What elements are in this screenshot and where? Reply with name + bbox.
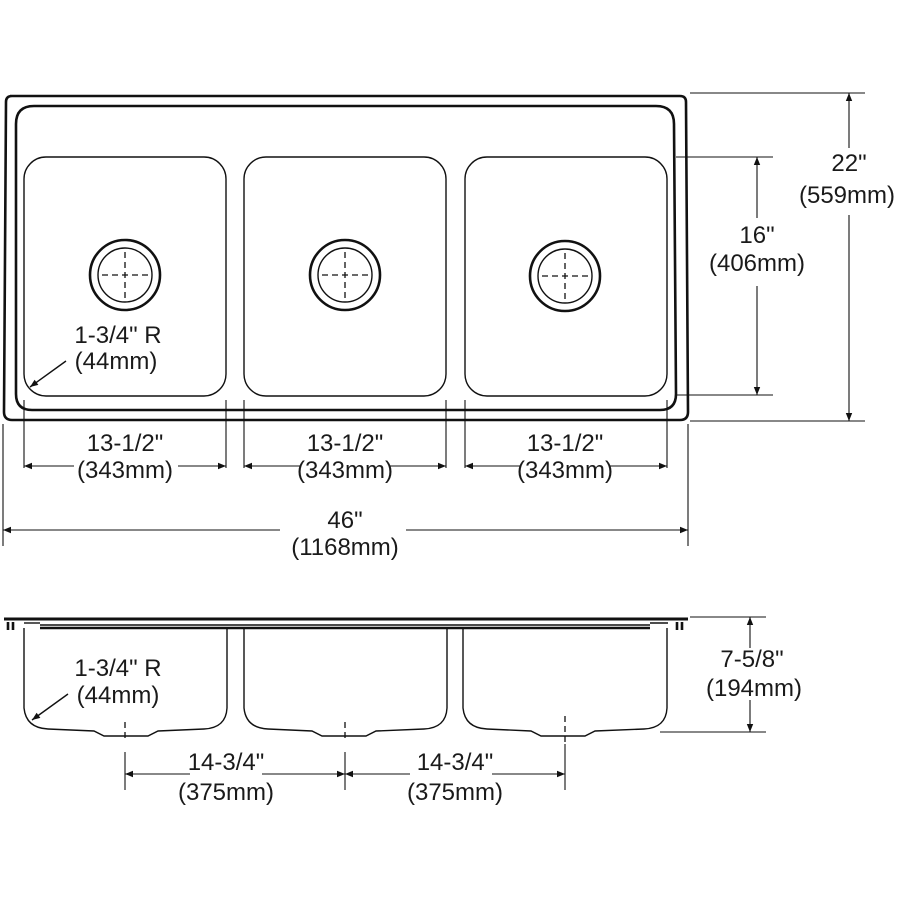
svg-text:13-1/2": 13-1/2" bbox=[307, 430, 384, 457]
svg-text:16": 16" bbox=[739, 222, 774, 249]
svg-text:(343mm): (343mm) bbox=[517, 457, 613, 484]
radius-leader-side bbox=[31, 693, 69, 721]
dim-bowl-width-1: 13-1/2" (343mm) bbox=[24, 430, 226, 484]
dim-drain-spacing-2: 14-3/4" (375mm) bbox=[345, 749, 565, 806]
svg-text:(194mm): (194mm) bbox=[706, 675, 802, 702]
drain-right bbox=[528, 239, 602, 313]
svg-text:13-1/2": 13-1/2" bbox=[87, 430, 164, 457]
svg-text:13-1/2": 13-1/2" bbox=[527, 430, 604, 457]
svg-text:(375mm): (375mm) bbox=[178, 779, 274, 806]
side-view: 1-3/4" R (44mm) 14-3/4" (375mm) 14-3/4" … bbox=[4, 616, 802, 806]
side-bowl-left bbox=[23, 628, 228, 737]
bowl-right bbox=[464, 156, 668, 397]
dim-bowl-length: 16" (406mm) bbox=[709, 157, 805, 395]
svg-text:14-3/4": 14-3/4" bbox=[417, 749, 494, 776]
dim-drain-spacing-1: 14-3/4" (375mm) bbox=[125, 749, 345, 806]
drain-left bbox=[88, 238, 162, 312]
bowl-center bbox=[243, 156, 447, 397]
side-bowl-center bbox=[243, 628, 448, 737]
svg-text:(375mm): (375mm) bbox=[407, 779, 503, 806]
radius-leader-top bbox=[29, 360, 67, 388]
drain-center bbox=[308, 238, 382, 312]
svg-text:46": 46" bbox=[327, 507, 362, 534]
dim-depth: 7-5/8" (194mm) bbox=[706, 617, 802, 732]
radius-inch-top: 1-3/4" R bbox=[74, 322, 161, 349]
top-view: 1-3/4" R (44mm) 13-1/2" (343mm) 13-1/2" … bbox=[2, 92, 895, 561]
svg-text:(406mm): (406mm) bbox=[709, 250, 805, 277]
svg-text:(1168mm): (1168mm) bbox=[291, 534, 399, 561]
dim-overall-length: 22" (559mm) bbox=[799, 93, 895, 421]
dim-bowl-width-3: 13-1/2" (343mm) bbox=[465, 430, 667, 484]
bowl-left bbox=[23, 156, 227, 397]
inner-rim bbox=[14, 104, 678, 412]
dim-bowl-width-2: 13-1/2" (343mm) bbox=[244, 430, 446, 484]
svg-text:(343mm): (343mm) bbox=[77, 457, 173, 484]
svg-text:7-5/8": 7-5/8" bbox=[720, 646, 783, 673]
outer-rim bbox=[2, 94, 690, 422]
side-bowl-right bbox=[462, 628, 668, 737]
radius-inch-side: 1-3/4" R bbox=[74, 655, 161, 682]
radius-mm-side: (44mm) bbox=[77, 682, 160, 709]
svg-text:22": 22" bbox=[831, 150, 866, 177]
svg-text:14-3/4": 14-3/4" bbox=[188, 749, 265, 776]
radius-mm-top: (44mm) bbox=[75, 348, 158, 375]
dim-overall-width: 46" (1168mm) bbox=[3, 507, 688, 561]
svg-text:(559mm): (559mm) bbox=[799, 182, 895, 209]
svg-text:(343mm): (343mm) bbox=[297, 457, 393, 484]
